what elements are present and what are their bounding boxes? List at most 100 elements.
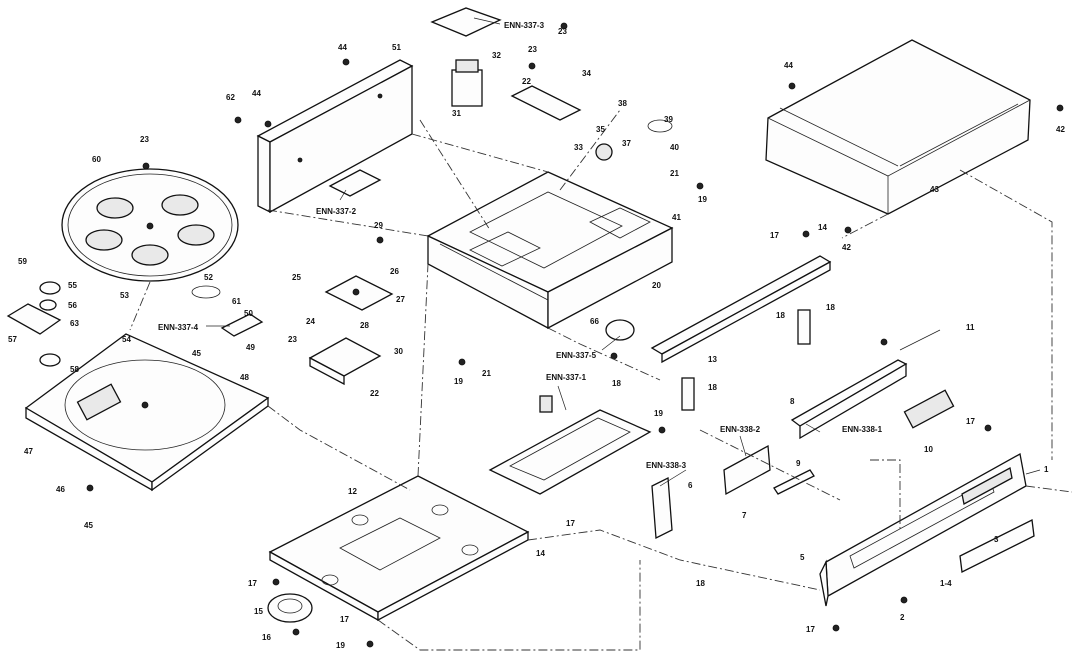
label-31: 31 (452, 109, 461, 118)
label-66: 66 (590, 317, 599, 326)
label-enn-337-4: ENN-337-4 (158, 323, 199, 332)
label-6: 6 (688, 481, 693, 490)
label-18-b: 18 (826, 303, 835, 312)
label-17-f: 17 (806, 625, 815, 634)
label-21-a: 21 (670, 169, 679, 178)
label-32: 32 (492, 51, 501, 60)
label-22-b: 22 (370, 389, 379, 398)
label-38: 38 (618, 99, 627, 108)
bottom-plate-12 (268, 475, 530, 622)
leader-lines (206, 17, 1041, 487)
label-27: 27 (396, 295, 405, 304)
label-54: 54 (122, 335, 131, 344)
label-20: 20 (652, 281, 661, 290)
label-42-b: 42 (842, 243, 851, 252)
label-19-c: 19 (654, 409, 663, 418)
main-pcb-enn-337-1 (488, 395, 652, 495)
pickup-assembly-27 (324, 275, 394, 311)
label-44-a: 44 (784, 61, 793, 70)
label-15: 15 (254, 607, 263, 616)
label-13: 13 (708, 355, 717, 364)
label-enn-337-3: ENN-337-3 (504, 21, 545, 30)
label-18-e: 18 (696, 579, 705, 588)
label-12: 12 (348, 487, 357, 496)
front-panel-1 (819, 452, 1027, 607)
button-bar-9 (773, 469, 815, 495)
label-23-d: 23 (288, 335, 297, 344)
label-26: 26 (390, 267, 399, 276)
label-57: 57 (8, 335, 17, 344)
label-16: 16 (262, 633, 271, 642)
label-45-b: 45 (84, 521, 93, 530)
label-35: 35 (596, 125, 605, 134)
motor-bracket-enn-337-3 (430, 7, 502, 37)
label-17-d: 17 (248, 579, 257, 588)
label-53: 53 (120, 291, 129, 300)
label-40: 40 (670, 143, 679, 152)
label-63: 63 (70, 319, 79, 328)
label-48: 48 (240, 373, 249, 382)
label-52: 52 (204, 273, 213, 282)
label-61: 61 (232, 297, 241, 306)
label-44-b: 44 (338, 43, 347, 52)
label-37: 37 (622, 139, 631, 148)
gear-slider-22 (510, 85, 582, 121)
label-19-b: 19 (454, 377, 463, 386)
pickup-base-22 (308, 337, 382, 386)
label-10: 10 (924, 445, 933, 454)
label-21-b: 21 (482, 369, 491, 378)
label-14-b: 14 (536, 549, 545, 558)
label-22-a: 22 (522, 77, 531, 86)
label-17-e: 17 (340, 615, 349, 624)
label-enn-337-2: ENN-337-2 (316, 207, 357, 216)
label-23-a: 23 (140, 135, 149, 144)
bracket-18 (681, 309, 811, 411)
label-59: 59 (18, 257, 27, 266)
label-41: 41 (672, 213, 681, 222)
label-11: 11 (966, 323, 975, 332)
label-45-a: 45 (192, 349, 201, 358)
label-1-4: 1-4 (940, 579, 952, 588)
label-23-b: 23 (528, 45, 537, 54)
door-3 (959, 519, 1035, 573)
label-28: 28 (360, 321, 369, 330)
motor-enn-337-5 (605, 319, 635, 341)
label-enn-338-3: ENN-338-3 (646, 461, 687, 470)
side-rail-13 (650, 255, 832, 364)
gear-35 (595, 143, 613, 161)
label-3: 3 (994, 535, 999, 544)
label-enn-337-1: ENN-337-1 (546, 373, 587, 382)
label-enn-337-5: ENN-337-5 (556, 351, 597, 360)
label-2: 2 (900, 613, 905, 622)
label-9: 9 (796, 459, 801, 468)
label-49: 49 (246, 343, 255, 352)
label-30: 30 (394, 347, 403, 356)
tray-base-47 (24, 333, 270, 492)
label-44-c: 44 (252, 89, 261, 98)
label-33: 33 (574, 143, 583, 152)
remote-control-57 (6, 303, 62, 335)
label-1: 1 (1044, 465, 1049, 474)
bracket-enn-337-4 (220, 313, 264, 337)
label-7: 7 (742, 511, 747, 520)
label-8: 8 (790, 397, 795, 406)
screws (86, 22, 1064, 648)
top-cover-43 (765, 39, 1031, 215)
label-43: 43 (930, 185, 939, 194)
label-enn-338-1: ENN-338-1 (842, 425, 883, 434)
label-18-a: 18 (776, 311, 785, 320)
clamper-55 (39, 281, 61, 295)
switch-bracket-enn-337-2 (328, 169, 382, 197)
label-62: 62 (226, 93, 235, 102)
label-19-d: 19 (336, 641, 345, 650)
part-labels: 1 1-4 2 3 5 6 7 8 9 10 11 12 13 14 14 15… (8, 21, 1065, 650)
label-42-a: 42 (1056, 125, 1065, 134)
label-56: 56 (68, 301, 77, 310)
label-39: 39 (664, 115, 673, 124)
label-17-a: 17 (770, 231, 779, 240)
label-25: 25 (292, 273, 301, 282)
label-46: 46 (56, 485, 65, 494)
pulley-56 (39, 299, 57, 311)
label-50: 50 (244, 309, 253, 318)
